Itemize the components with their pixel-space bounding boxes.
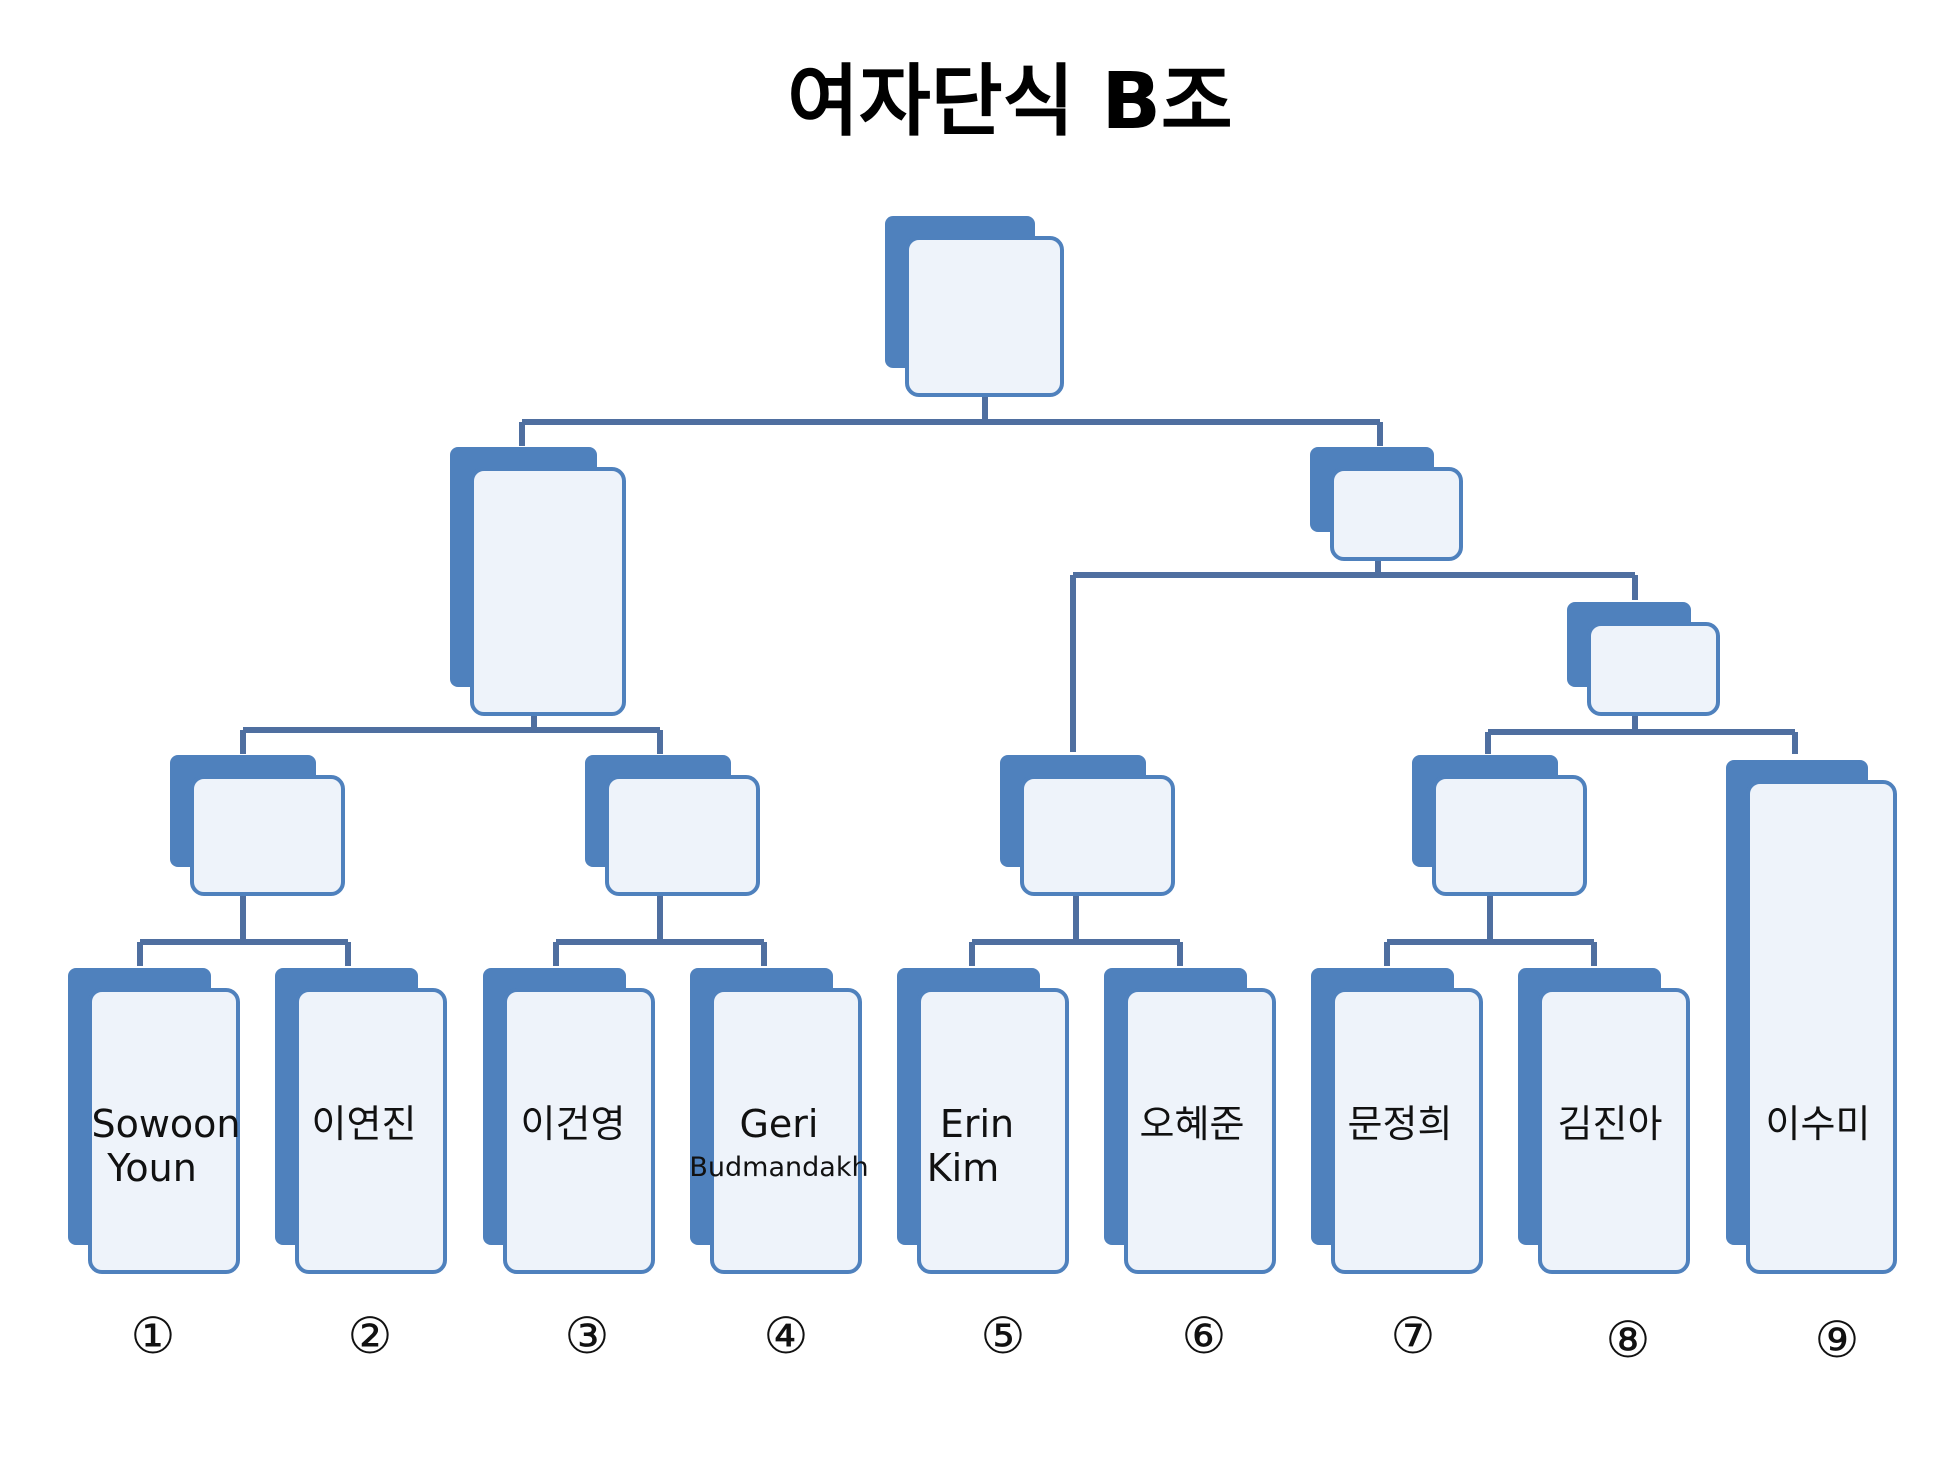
player-box-7-panel: [1331, 988, 1483, 1274]
player-name-6-line-1: 오혜준: [1140, 1102, 1245, 1146]
quarterfinal-box-1-panel: [190, 775, 345, 896]
seed-number-8: ⑧: [1606, 1311, 1651, 1369]
quarterfinal-box-2: [585, 755, 760, 896]
player-box-8: [1518, 968, 1690, 1274]
player-name-2-line-1: 이연진: [312, 1102, 417, 1146]
player-box-2: [275, 968, 447, 1274]
player-box-4-panel: [710, 988, 862, 1274]
semifinal-left-box: [450, 447, 626, 716]
player-name-9-line-1: 이수미: [1766, 1102, 1871, 1146]
player-box-2-panel: [295, 988, 447, 1274]
bracket-title: 여자단식 B조: [787, 57, 1232, 147]
seed-numbers: ① ② ③ ④ ⑤ ⑥ ⑦ ⑧ ⑨: [131, 1307, 1860, 1369]
quarterfinal-box-3: [1000, 755, 1175, 896]
intermediate-box: [1567, 602, 1720, 716]
seed-number-7: ⑦: [1391, 1307, 1436, 1365]
player-name-8-line-1: 김진아: [1558, 1102, 1663, 1146]
quarterfinal-box-1: [170, 755, 345, 896]
semifinal-left-box-panel: [470, 467, 626, 716]
intermediate-box-panel: [1587, 622, 1720, 716]
quarterfinal-box-4-panel: [1432, 775, 1587, 896]
seed-number-9: ⑨: [1815, 1311, 1860, 1369]
player-box-6-panel: [1124, 988, 1276, 1274]
player-box-4: [690, 968, 862, 1274]
player-name-1-line-2: Youn: [106, 1146, 197, 1190]
player-name-3-line-1: 이건영: [521, 1102, 626, 1146]
seed-number-3: ③: [565, 1307, 610, 1365]
player-name-5-line-1: Erin: [940, 1102, 1014, 1146]
quarterfinal-box-4: [1412, 755, 1587, 896]
seed-number-4: ④: [764, 1307, 809, 1365]
player-name-4-line-1: Geri: [739, 1102, 818, 1146]
player-box-9: [1726, 760, 1897, 1274]
player-box-3: [483, 968, 655, 1274]
player-name-7-line-1: 문정희: [1348, 1102, 1453, 1146]
match-boxes: [68, 216, 1897, 1274]
player-box-9-panel: [1746, 780, 1897, 1274]
quarterfinal-box-2-panel: [605, 775, 760, 896]
player-box-8-panel: [1538, 988, 1690, 1274]
player-box-3-panel: [503, 988, 655, 1274]
player-box-1-panel: [88, 988, 240, 1274]
player-box-5-panel: [917, 988, 1069, 1274]
final-box: [885, 216, 1064, 397]
semifinal-right-box: [1310, 447, 1463, 561]
seed-number-5: ⑤: [981, 1307, 1026, 1365]
seed-number-1: ①: [131, 1307, 176, 1365]
player-box-1: [68, 968, 240, 1274]
quarterfinal-box-3-panel: [1020, 775, 1175, 896]
player-box-5: [897, 968, 1069, 1274]
player-name-1-line-1: Sowoon: [91, 1102, 240, 1146]
player-box-6: [1104, 968, 1276, 1274]
bracket-connectors: [137, 397, 1798, 966]
semifinal-right-box-panel: [1330, 467, 1463, 561]
player-box-7: [1311, 968, 1483, 1274]
seed-number-6: ⑥: [1182, 1307, 1227, 1365]
final-box-panel: [905, 236, 1064, 397]
player-name-5-line-2: Kim: [927, 1146, 1000, 1190]
seed-number-2: ②: [348, 1307, 393, 1365]
player-name-4-line-2: Budmandakh: [689, 1152, 868, 1183]
